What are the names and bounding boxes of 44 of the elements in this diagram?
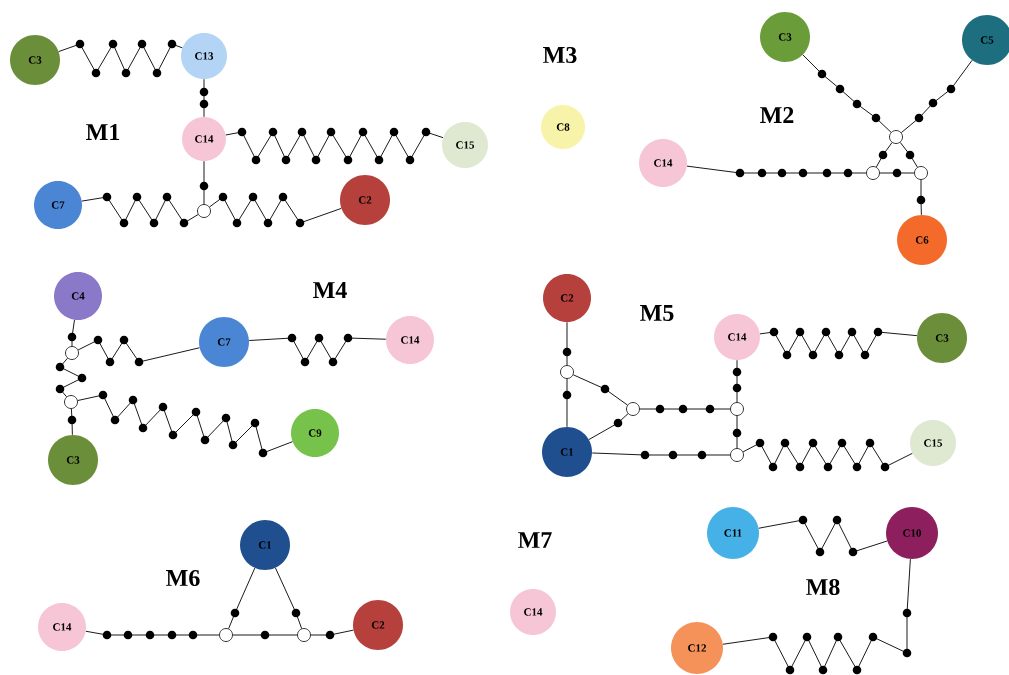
- network-link: [55, 357, 87, 398]
- network-link: [225, 127, 444, 165]
- network-link: [875, 142, 893, 168]
- network-label: M8: [806, 578, 840, 596]
- network-link: [275, 567, 303, 629]
- network-link: [562, 321, 572, 366]
- network-link: [899, 142, 918, 168]
- network-link: [588, 413, 629, 440]
- network-link: [686, 165, 867, 178]
- network-link: [732, 359, 742, 403]
- network-link: [228, 567, 256, 630]
- network-link: [879, 168, 915, 178]
- network-link: [916, 179, 926, 216]
- network-link: [310, 629, 354, 640]
- network-link: [67, 408, 77, 436]
- network-label: M1: [86, 124, 120, 140]
- network-label: M2: [760, 107, 794, 123]
- network-link: [639, 404, 731, 414]
- network-link: [591, 450, 731, 460]
- network-link: [85, 630, 220, 640]
- network-link: [562, 378, 572, 428]
- network-link: [802, 54, 892, 133]
- network-link: [248, 333, 387, 367]
- network-label: M4: [313, 282, 347, 298]
- network-link: [209, 192, 342, 228]
- network-link: [232, 630, 298, 640]
- network-link: [759, 327, 918, 360]
- network-link: [742, 438, 913, 472]
- network-link: [900, 59, 973, 134]
- network-label: M7: [518, 532, 552, 548]
- network-link: [77, 390, 293, 458]
- network-link: [81, 192, 199, 228]
- network-link: [58, 39, 183, 78]
- network-label: M5: [640, 305, 674, 321]
- network-link: [199, 160, 209, 205]
- network-link: [199, 78, 209, 118]
- network-label: M6: [166, 569, 200, 587]
- network-link: [722, 558, 912, 675]
- network-link: [77, 335, 200, 367]
- network-link: [732, 415, 742, 449]
- network-label: M3: [543, 46, 577, 64]
- network-link: [67, 319, 77, 347]
- network-link: [572, 374, 628, 406]
- network-link: [758, 515, 888, 557]
